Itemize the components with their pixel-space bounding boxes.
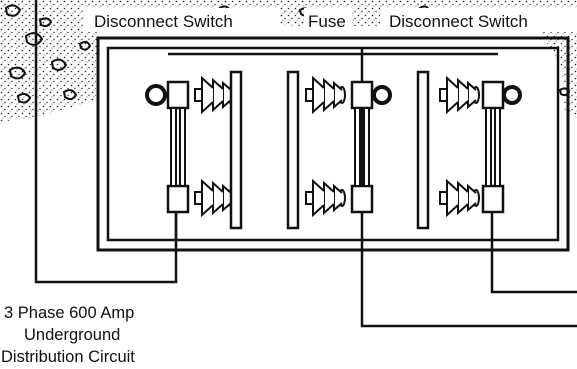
fuse-text: Fuse [308, 12, 346, 31]
label-disconnect-switch-left: Disconnect Switch [83, 8, 279, 32]
caption-line-2: Underground [24, 326, 120, 344]
label-disconnect-switch-right: Disconnect Switch [380, 8, 577, 32]
caption-line-3: Distribution Circuit [1, 348, 135, 366]
fuse-device [286, 70, 392, 230]
disconnect-switch-left-device [145, 70, 243, 240]
disconnect-switch-left-text: Disconnect Switch [94, 12, 233, 31]
caption-line-1: 3 Phase 600 Amp [4, 304, 134, 322]
switchgear-enclosure [96, 36, 570, 252]
circuit-caption: 3 Phase 600 Amp Underground Distribution… [1, 304, 135, 366]
conductor-right-lower [360, 240, 577, 328]
disconnect-switch-right-device [416, 70, 522, 230]
conductor-right-upper [490, 212, 577, 294]
label-fuse: Fuse [304, 8, 352, 32]
disconnect-switch-right-text: Disconnect Switch [389, 12, 528, 31]
